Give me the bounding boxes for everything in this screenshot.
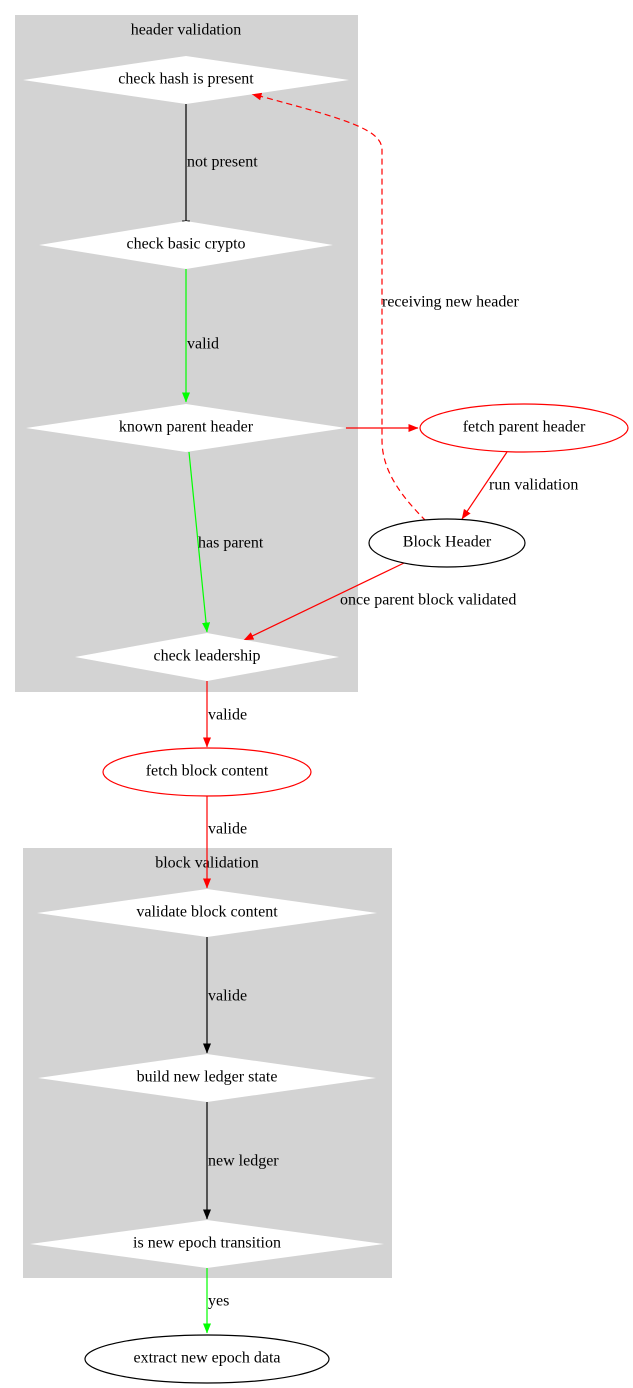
edge-valid: valid [182, 268, 219, 403]
node-validate-block-content-label: validate block content [136, 904, 278, 921]
edge-run-validation: run validation [461, 451, 578, 520]
node-fetch-parent-header: fetch parent header [419, 403, 629, 453]
node-extract-new-epoch-data-label: extract new epoch data [133, 1350, 280, 1367]
node-build-new-ledger-state-label: build new ledger state [137, 1069, 278, 1086]
edge-label-run-validation: run validation [489, 477, 578, 494]
node-build-new-ledger-state: build new ledger state [38, 1054, 376, 1102]
edge-label-receiving-new-header: receiving new header [382, 294, 519, 311]
node-fetch-block-content: fetch block content [102, 747, 312, 797]
edge-label-content-valide: valide [208, 821, 247, 838]
edge-new-ledger: new ledger [203, 1102, 279, 1220]
edge-label-once-parent-validated: once parent block validated [340, 592, 516, 609]
node-is-new-epoch-transition-label: is new epoch transition [133, 1235, 281, 1252]
edge-content-valide: valide [203, 796, 247, 889]
node-check-basic-crypto-label: check basic crypto [126, 236, 245, 253]
node-known-parent-header-label: known parent header [119, 419, 254, 436]
node-check-basic-crypto: check basic crypto [39, 221, 333, 269]
edge-label-valid: valid [187, 336, 219, 353]
edge-once-parent-validated: once parent block validated [243, 562, 516, 641]
edge-label-validate-valide: valide [208, 988, 247, 1005]
node-is-new-epoch-transition: is new epoch transition [30, 1220, 384, 1268]
node-check-leadership: check leadership [75, 633, 339, 681]
edge-not-present: not present [182, 104, 258, 231]
edge-label-yes: yes [208, 1293, 229, 1310]
edge-label-has-parent: has parent [198, 535, 264, 552]
node-fetch-parent-header-label: fetch parent header [463, 419, 586, 436]
node-check-hash-is-present-label: check hash is present [118, 71, 254, 88]
node-extract-new-epoch-data: extract new epoch data [84, 1334, 330, 1384]
edge-label-leadership-valide: valide [208, 707, 247, 724]
edge-leadership-valide: valide [203, 681, 247, 748]
edge-label-new-ledger: new ledger [208, 1153, 279, 1170]
node-known-parent-header: known parent header [26, 404, 346, 452]
node-block-header-label: Block Header [403, 534, 492, 551]
node-fetch-block-content-label: fetch block content [146, 763, 269, 780]
node-validate-block-content: validate block content [37, 889, 377, 937]
node-check-hash-is-present: check hash is present [23, 56, 349, 104]
node-block-header: Block Header [368, 518, 526, 568]
edge-receiving-new-header: receiving new header [251, 92, 519, 522]
edge-yes: yes [203, 1268, 229, 1334]
node-check-leadership-label: check leadership [153, 648, 260, 665]
edge-has-parent: has parent [188, 451, 264, 633]
edge-validate-valide: valide [203, 937, 247, 1054]
cluster-header-validation-label: header validation [131, 22, 242, 39]
edge-label-not-present: not present [187, 154, 258, 171]
